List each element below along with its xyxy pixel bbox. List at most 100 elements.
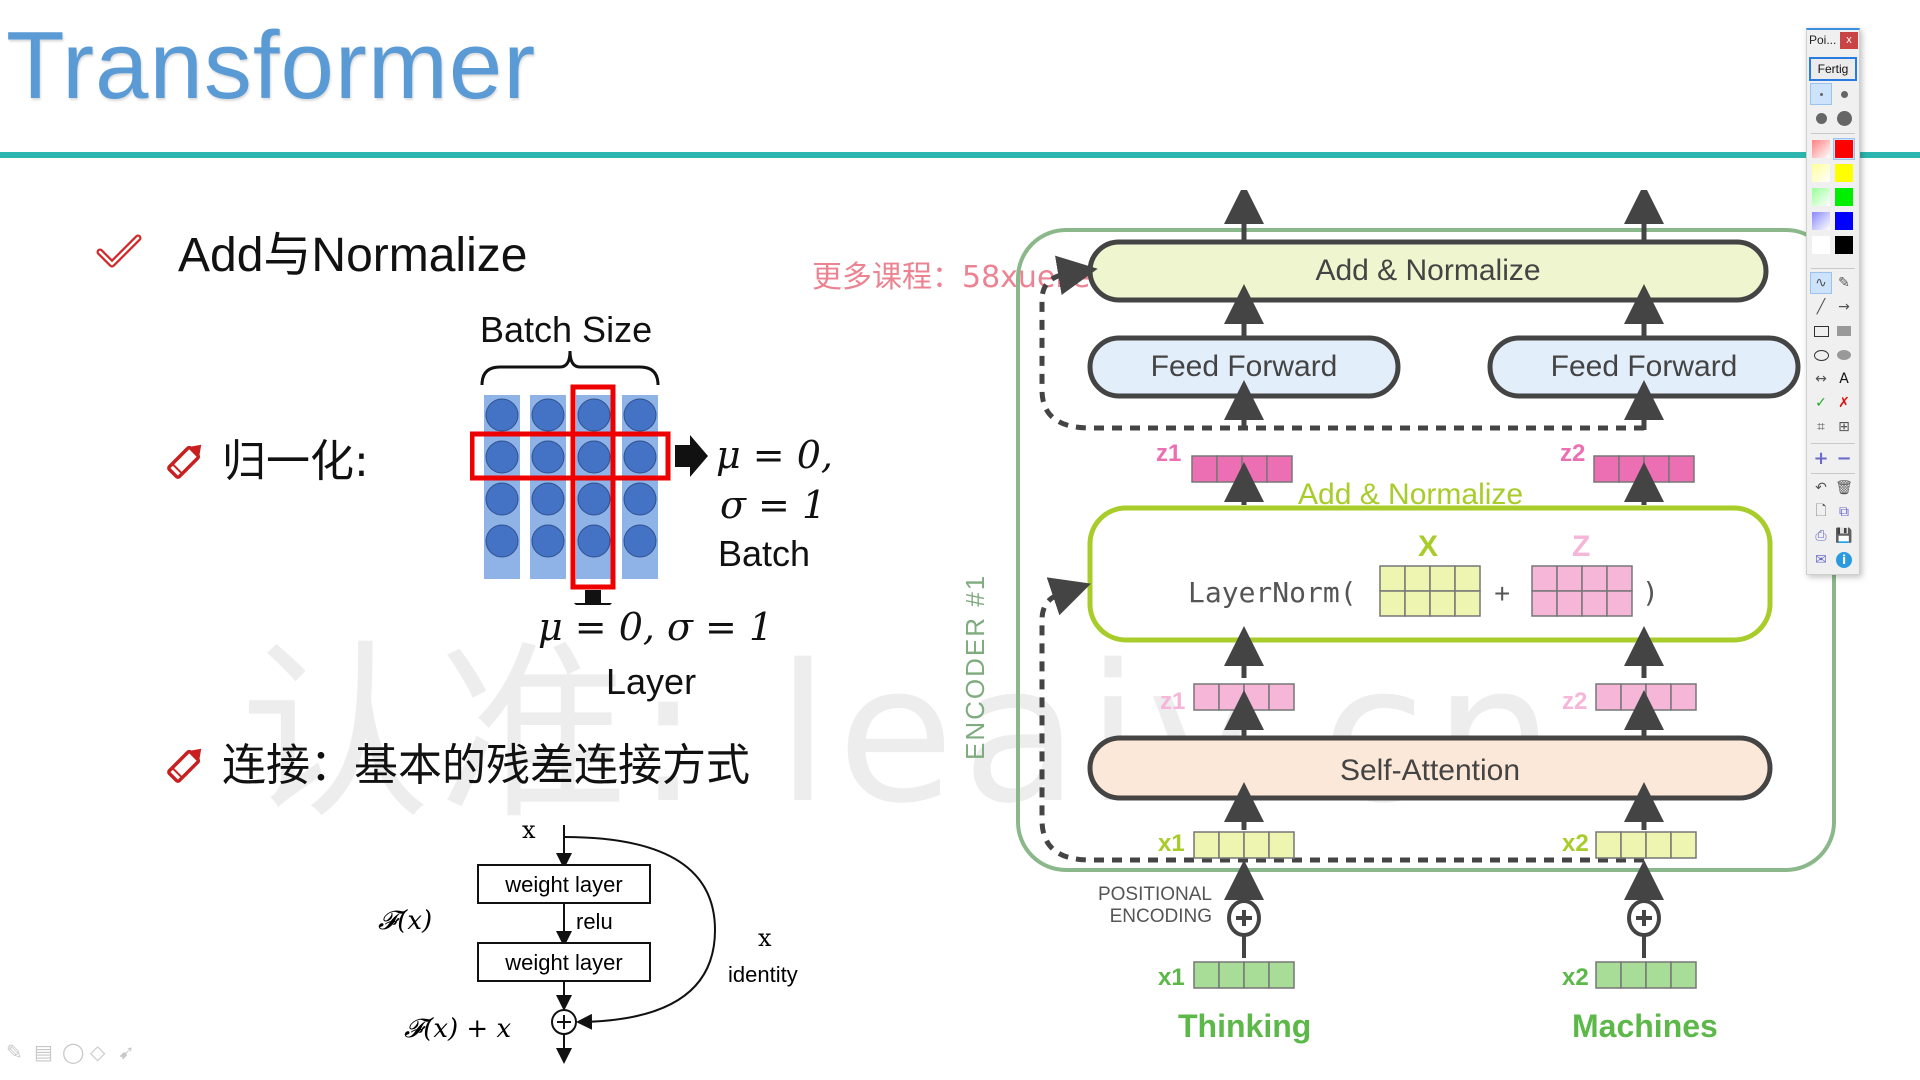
print-button[interactable]: ⎙ [1810,525,1832,547]
color-swatch-fill [1812,140,1830,158]
send-button[interactable]: ✉ [1810,549,1832,571]
dot-medium-icon [1840,90,1848,98]
color-swatch[interactable] [1810,186,1832,208]
matrix-cell [1404,565,1431,592]
pen-size-large-button[interactable] [1810,107,1832,129]
layer-label: Layer [606,661,697,702]
zoom-in-button[interactable]: + [1810,447,1832,469]
info-button[interactable]: i [1833,549,1855,571]
toolbar-separator [1811,268,1855,269]
vector-cell [1243,831,1270,859]
color-swatch[interactable] [1810,162,1832,184]
filled-rectangle-tool[interactable] [1833,320,1855,342]
bullet-residual: 连接：基本的残差连接方式 [222,740,750,791]
ellipse-tool[interactable] [1810,344,1832,366]
neuron [577,524,611,558]
residual-block-diagram [477,825,717,1064]
batch-highlight [470,431,671,481]
pen-size-small-button[interactable] [1810,83,1832,105]
vector-cell [1266,455,1293,483]
pen-size-xlarge-button[interactable] [1833,107,1855,129]
vector-cell [1620,961,1647,989]
slideshow-tools: ✎ ▤ ◯◇ ➹ [6,1040,146,1064]
double-arrow-tool[interactable]: ↔ [1810,368,1832,390]
matrix-cell [1531,565,1558,592]
color-swatch-fill [1835,164,1853,182]
top-add-normalize-label: Add & Normalize [1315,254,1541,287]
freehand-icon: ∿ [1815,275,1827,291]
z1-top-label: z1 [1156,440,1182,467]
matrix-cell [1556,565,1583,592]
checkmark-tool[interactable]: ✓ [1810,392,1832,414]
mid-add-normalize-label: Add & Normalize [1298,478,1524,511]
line-tool[interactable]: ╱ [1810,296,1832,318]
vector-cell [1243,683,1270,711]
vector-cell [1668,455,1695,483]
color-swatch[interactable] [1833,186,1855,208]
text-tool[interactable]: A [1833,368,1855,390]
batch-mu: μ = 0, [716,433,833,477]
color-swatch-fill [1812,236,1830,254]
printer-icon: ⎙ [1815,528,1827,544]
neuron [623,398,657,432]
zoom-out-button[interactable]: − [1833,447,1855,469]
eraser-tool-icon[interactable]: ◇ [90,1040,106,1064]
eraser-tool[interactable]: ✎ [1833,272,1855,294]
fertig-button[interactable]: Fertig [1809,57,1857,81]
color-swatch[interactable] [1833,162,1855,184]
toolbar-separator [1811,473,1855,474]
matrix-cell [1581,590,1608,617]
copy-button[interactable]: ⧉ [1833,501,1855,523]
new-page-button[interactable]: 🗋 [1810,501,1832,523]
vector-cell [1218,961,1245,989]
filled-rectangle-icon [1837,326,1851,336]
vector-cell [1193,961,1220,989]
matrix-cell [1429,565,1456,592]
weight-layer-2: weight layer [505,950,623,975]
feed-forward-2-label: Feed Forward [1550,350,1738,383]
color-swatch[interactable] [1810,138,1832,160]
pointer-tool-icon[interactable]: ➹ [118,1040,135,1064]
undo-button[interactable]: ↶ [1810,477,1832,499]
toolbar-close-button[interactable]: x [1840,32,1858,49]
pen-tool-icon[interactable]: ✎ [6,1040,23,1064]
floppy-icon: 💾 [1835,528,1853,544]
color-swatch[interactable] [1833,138,1855,160]
color-swatch[interactable] [1833,210,1855,232]
zoom-tool-icon[interactable]: ◯ [62,1040,85,1064]
dot-small-icon [1819,92,1823,96]
filled-ellipse-tool[interactable] [1833,344,1855,366]
neuron [485,440,519,474]
pen-size-medium-button[interactable] [1833,83,1855,105]
z1-mid-label: z1 [1160,688,1186,715]
zoom-tool[interactable]: ⊞ [1833,416,1855,438]
matrix-cell [1429,590,1456,617]
vector-cell [1193,831,1220,859]
cross-icon: ✗ [1838,395,1850,411]
freehand-tool[interactable]: ∿ [1810,272,1832,294]
vector-cell [1243,961,1270,989]
crop-tool[interactable]: ⌗ [1810,416,1832,438]
color-swatch[interactable] [1833,234,1855,256]
slides-tool-icon[interactable]: ▤ [34,1040,53,1064]
vector-cell [1670,831,1697,859]
plus-label: + [1494,578,1511,609]
check-icon [96,234,142,268]
matrix-cell [1531,590,1558,617]
neuron [531,398,565,432]
vector-cell [1620,683,1647,711]
rectangle-tool[interactable] [1810,320,1832,342]
vector-cell [1216,455,1243,483]
z-matrix-label: Z [1572,530,1591,563]
color-swatch[interactable] [1810,210,1832,232]
cross-tool[interactable]: ✗ [1833,392,1855,414]
save-button[interactable]: 💾 [1833,525,1855,547]
delete-button[interactable]: 🗑 [1833,477,1855,499]
color-swatch[interactable] [1810,234,1832,256]
vector-cell [1595,831,1622,859]
rectangle-icon [1813,325,1829,337]
encoder-diagram [1016,190,1836,989]
arrow-tool[interactable]: → [1833,296,1855,318]
z2-mid-label: z2 [1562,688,1588,715]
vector-cell [1645,961,1672,989]
